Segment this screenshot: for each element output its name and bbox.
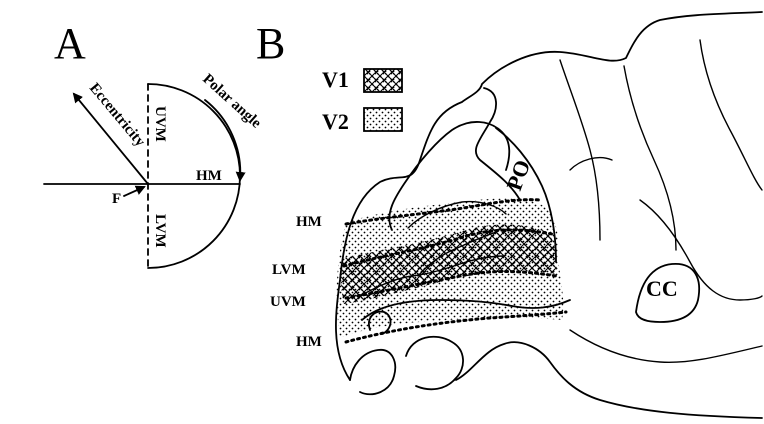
gyrus-contour-right-3 <box>699 39 763 191</box>
eccentricity-label: Eccentricity <box>86 80 148 150</box>
cerebellum-contour <box>569 329 763 364</box>
fovea-pointer <box>123 185 146 197</box>
gyrus-contour-right-5 <box>639 199 763 301</box>
f-label: F <box>112 191 121 207</box>
hm-bottom-label-b: HM <box>296 334 322 350</box>
uvm-label-b: UVM <box>270 294 306 310</box>
lvm-label-a: LVM <box>152 214 168 248</box>
legend-v2-label: V2 <box>322 109 349 134</box>
lower-lobe-contour-1 <box>349 349 397 396</box>
lower-brain-contour <box>455 341 763 419</box>
panel-a-letter: A <box>54 19 86 68</box>
uvm-label-a: UVM <box>152 106 168 142</box>
uvm-boundary <box>344 270 558 300</box>
gyrus-contour-right-2 <box>623 65 677 251</box>
lower-lobe-contour-2 <box>405 335 464 391</box>
legend-v2-swatch <box>363 107 403 132</box>
panel-b-letter: B <box>256 19 285 68</box>
po-label: PO <box>501 156 535 193</box>
lvm-boundary <box>342 228 554 268</box>
polar-angle-arrow <box>204 99 246 182</box>
legend-v1-label: V1 <box>322 67 349 92</box>
hm-lower-boundary <box>344 310 568 344</box>
gyrus-contour-right-4 <box>569 156 613 171</box>
gyrus-contour-parietal <box>475 87 521 201</box>
hm-upper-boundary <box>344 198 542 226</box>
hm-label-a: HM <box>196 168 222 184</box>
cc-label: CC <box>646 276 678 301</box>
gyrus-contour-right-1 <box>559 59 601 241</box>
corpus-callosum-contour <box>635 263 700 323</box>
polar-angle-label: Polar angle <box>199 71 264 132</box>
legend-v1-swatch <box>363 68 403 93</box>
lvm-label-b: LVM <box>272 262 306 278</box>
legend: V1 V2 <box>322 67 403 134</box>
gyrus-contour-occipital-top <box>388 121 511 231</box>
panel-a-visual-field: Eccentricity Polar angle UVM LVM HM F <box>43 71 264 269</box>
brain-outer-contour <box>335 11 763 381</box>
v1-region <box>341 224 557 304</box>
eccentricity-arrow <box>72 92 149 185</box>
hm-top-label-b: HM <box>296 214 322 230</box>
